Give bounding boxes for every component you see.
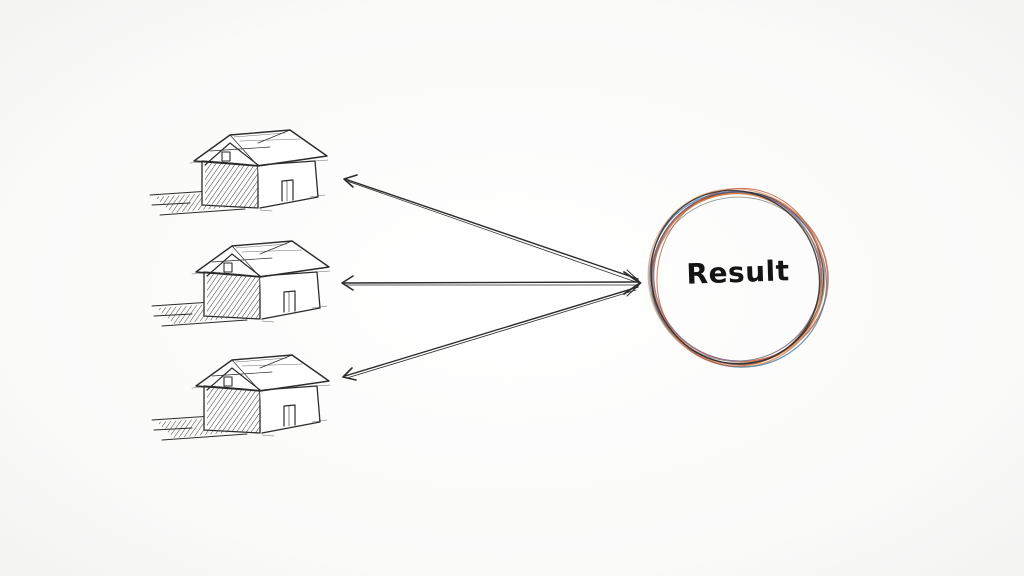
result-label: Result (685, 254, 791, 291)
arrowhead-left-2 (341, 275, 354, 291)
connector-house-2 (341, 275, 639, 291)
connector-house-1 (343, 174, 639, 283)
arrowhead-right (623, 269, 642, 297)
result-circle (647, 187, 829, 368)
arrowhead-left-3 (342, 367, 357, 381)
house-icon-1 (149, 129, 329, 216)
connector-house-3 (342, 286, 639, 381)
house-icon-2 (151, 240, 331, 327)
arrowhead-left-1 (343, 174, 358, 188)
house-icon-3 (151, 354, 331, 441)
